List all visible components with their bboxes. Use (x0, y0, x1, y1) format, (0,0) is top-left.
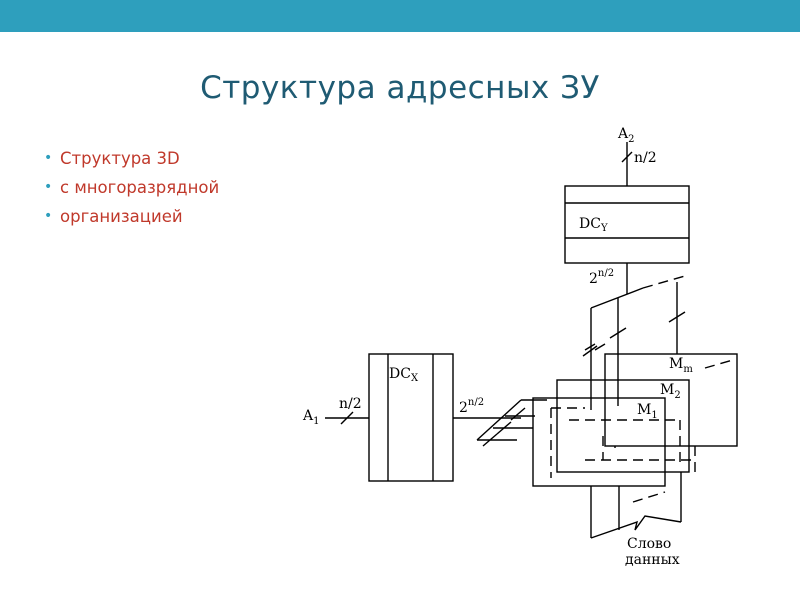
x-line-tick-3 (482, 433, 498, 447)
y-line-extra-tick-left (584, 343, 596, 351)
dcx-label: DCX (389, 366, 419, 384)
y-bus-bar (590, 287, 644, 309)
m2-plane (556, 379, 690, 473)
slide-title: Структура адресных ЗУ (200, 70, 600, 106)
y-line-1-tick (582, 345, 598, 357)
bullet-marker-icon: • (44, 150, 53, 166)
y-bus-bar-ellipsis (642, 275, 686, 289)
m1-plane (532, 397, 666, 487)
data-word-label-line-2: данных (625, 552, 680, 568)
mm-label: Mm (669, 356, 693, 375)
m2-label: M2 (660, 382, 681, 401)
a2-label: A2 (617, 126, 635, 145)
a1-bus-slash (340, 411, 354, 425)
a1-bus-width: n/2 (339, 396, 362, 412)
a2-bus-width: n/2 (634, 150, 657, 166)
dcy-output-count: 2n/2 (589, 268, 614, 287)
bullet-item: • организацией (44, 202, 219, 231)
mm-ellipsis (704, 359, 734, 369)
x-line-tick-1 (510, 407, 526, 421)
dcx-output-count: 2n/2 (459, 397, 484, 416)
x-line-tick-2 (496, 421, 512, 435)
data-lines-ellipsis (632, 491, 666, 503)
bullet-text: организацией (60, 207, 183, 226)
a1-label: A1 (302, 408, 320, 427)
bullet-text: Структура 3D (60, 149, 180, 168)
bullet-list: • Структура 3D • с многоразрядной • организ… (44, 144, 219, 231)
bullet-marker-icon: • (44, 179, 53, 195)
top-bar (0, 0, 800, 32)
bullet-item: • с многоразрядной (44, 173, 219, 202)
data-word-brace (590, 515, 682, 539)
memory-structure-diagram: A2 n/2 DCY 2n/2 Mm M2 M1 A1 n/2 DCX 2n/2 (302, 126, 738, 568)
y-line-m-tick (668, 311, 686, 323)
data-word-label-line-1: Слово (627, 536, 671, 552)
x-bus-bar (476, 399, 522, 441)
mm-plane (604, 353, 738, 447)
bullet-item: • Структура 3D (44, 144, 219, 173)
y-line-extra-tick-right (594, 343, 606, 351)
a2-bus-slash (621, 151, 633, 163)
m1-label: M1 (637, 402, 658, 421)
bullet-marker-icon: • (44, 208, 53, 224)
y-line-2-tick (609, 327, 627, 339)
bullet-text: с многоразрядной (60, 178, 220, 197)
dcy-label: DCY (579, 216, 608, 234)
